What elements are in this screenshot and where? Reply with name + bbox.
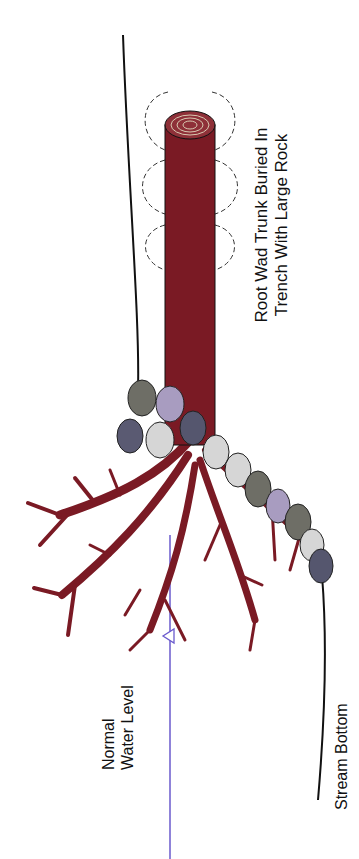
water-level-symbol (163, 629, 174, 643)
large-rocks (117, 380, 333, 583)
root-system (28, 440, 300, 650)
tree-rings (171, 115, 209, 135)
trunk-end (165, 111, 215, 139)
bank-line (123, 35, 138, 390)
annotation-label: Normal Water Level (99, 670, 137, 770)
bank-line (318, 575, 325, 800)
annotation-label: Stream Bottom (332, 680, 351, 810)
annotation-label: Root Wad Trunk Buried In Trench With Lar… (252, 100, 293, 350)
